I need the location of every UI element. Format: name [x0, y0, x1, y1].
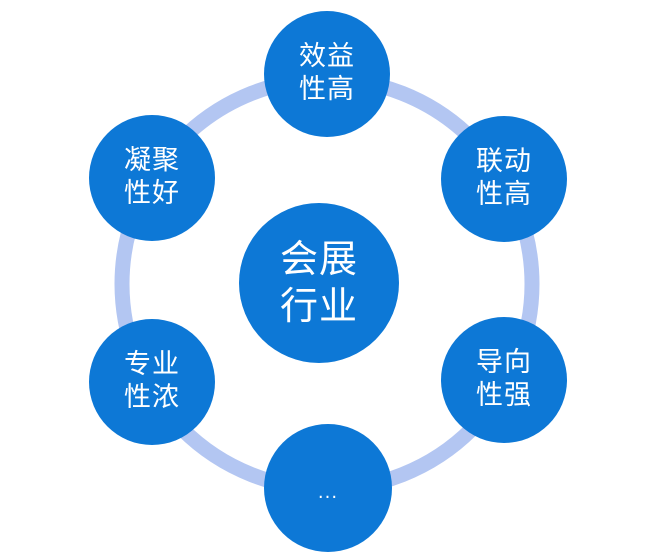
node-efficiency: 效益 性高 [264, 11, 390, 137]
node-professionalism-line1: 专业 [124, 349, 180, 381]
node-professionalism: 专业 性浓 [89, 319, 215, 445]
node-guidance-line1: 导向 [476, 347, 532, 379]
center-node: 会展 行业 [239, 203, 399, 363]
node-cohesion-line1: 凝聚 [124, 145, 180, 177]
node-more-text: ... [317, 481, 339, 503]
center-node-line2: 行业 [279, 284, 358, 328]
node-efficiency-line1: 效益 [299, 41, 355, 73]
node-guidance-line2: 性强 [476, 380, 532, 411]
node-linkage-line2: 性高 [476, 179, 532, 210]
node-professionalism-line2: 性浓 [124, 382, 180, 413]
node-more: ... [264, 424, 392, 552]
node-efficiency-line2: 性高 [299, 74, 355, 105]
node-linkage-line1: 联动 [476, 146, 532, 178]
node-cohesion: 凝聚 性好 [89, 115, 215, 241]
center-node-line1: 会展 [279, 236, 358, 281]
node-guidance: 导向 性强 [441, 317, 567, 443]
node-linkage: 联动 性高 [441, 116, 567, 242]
node-cohesion-line2: 性好 [124, 178, 180, 209]
